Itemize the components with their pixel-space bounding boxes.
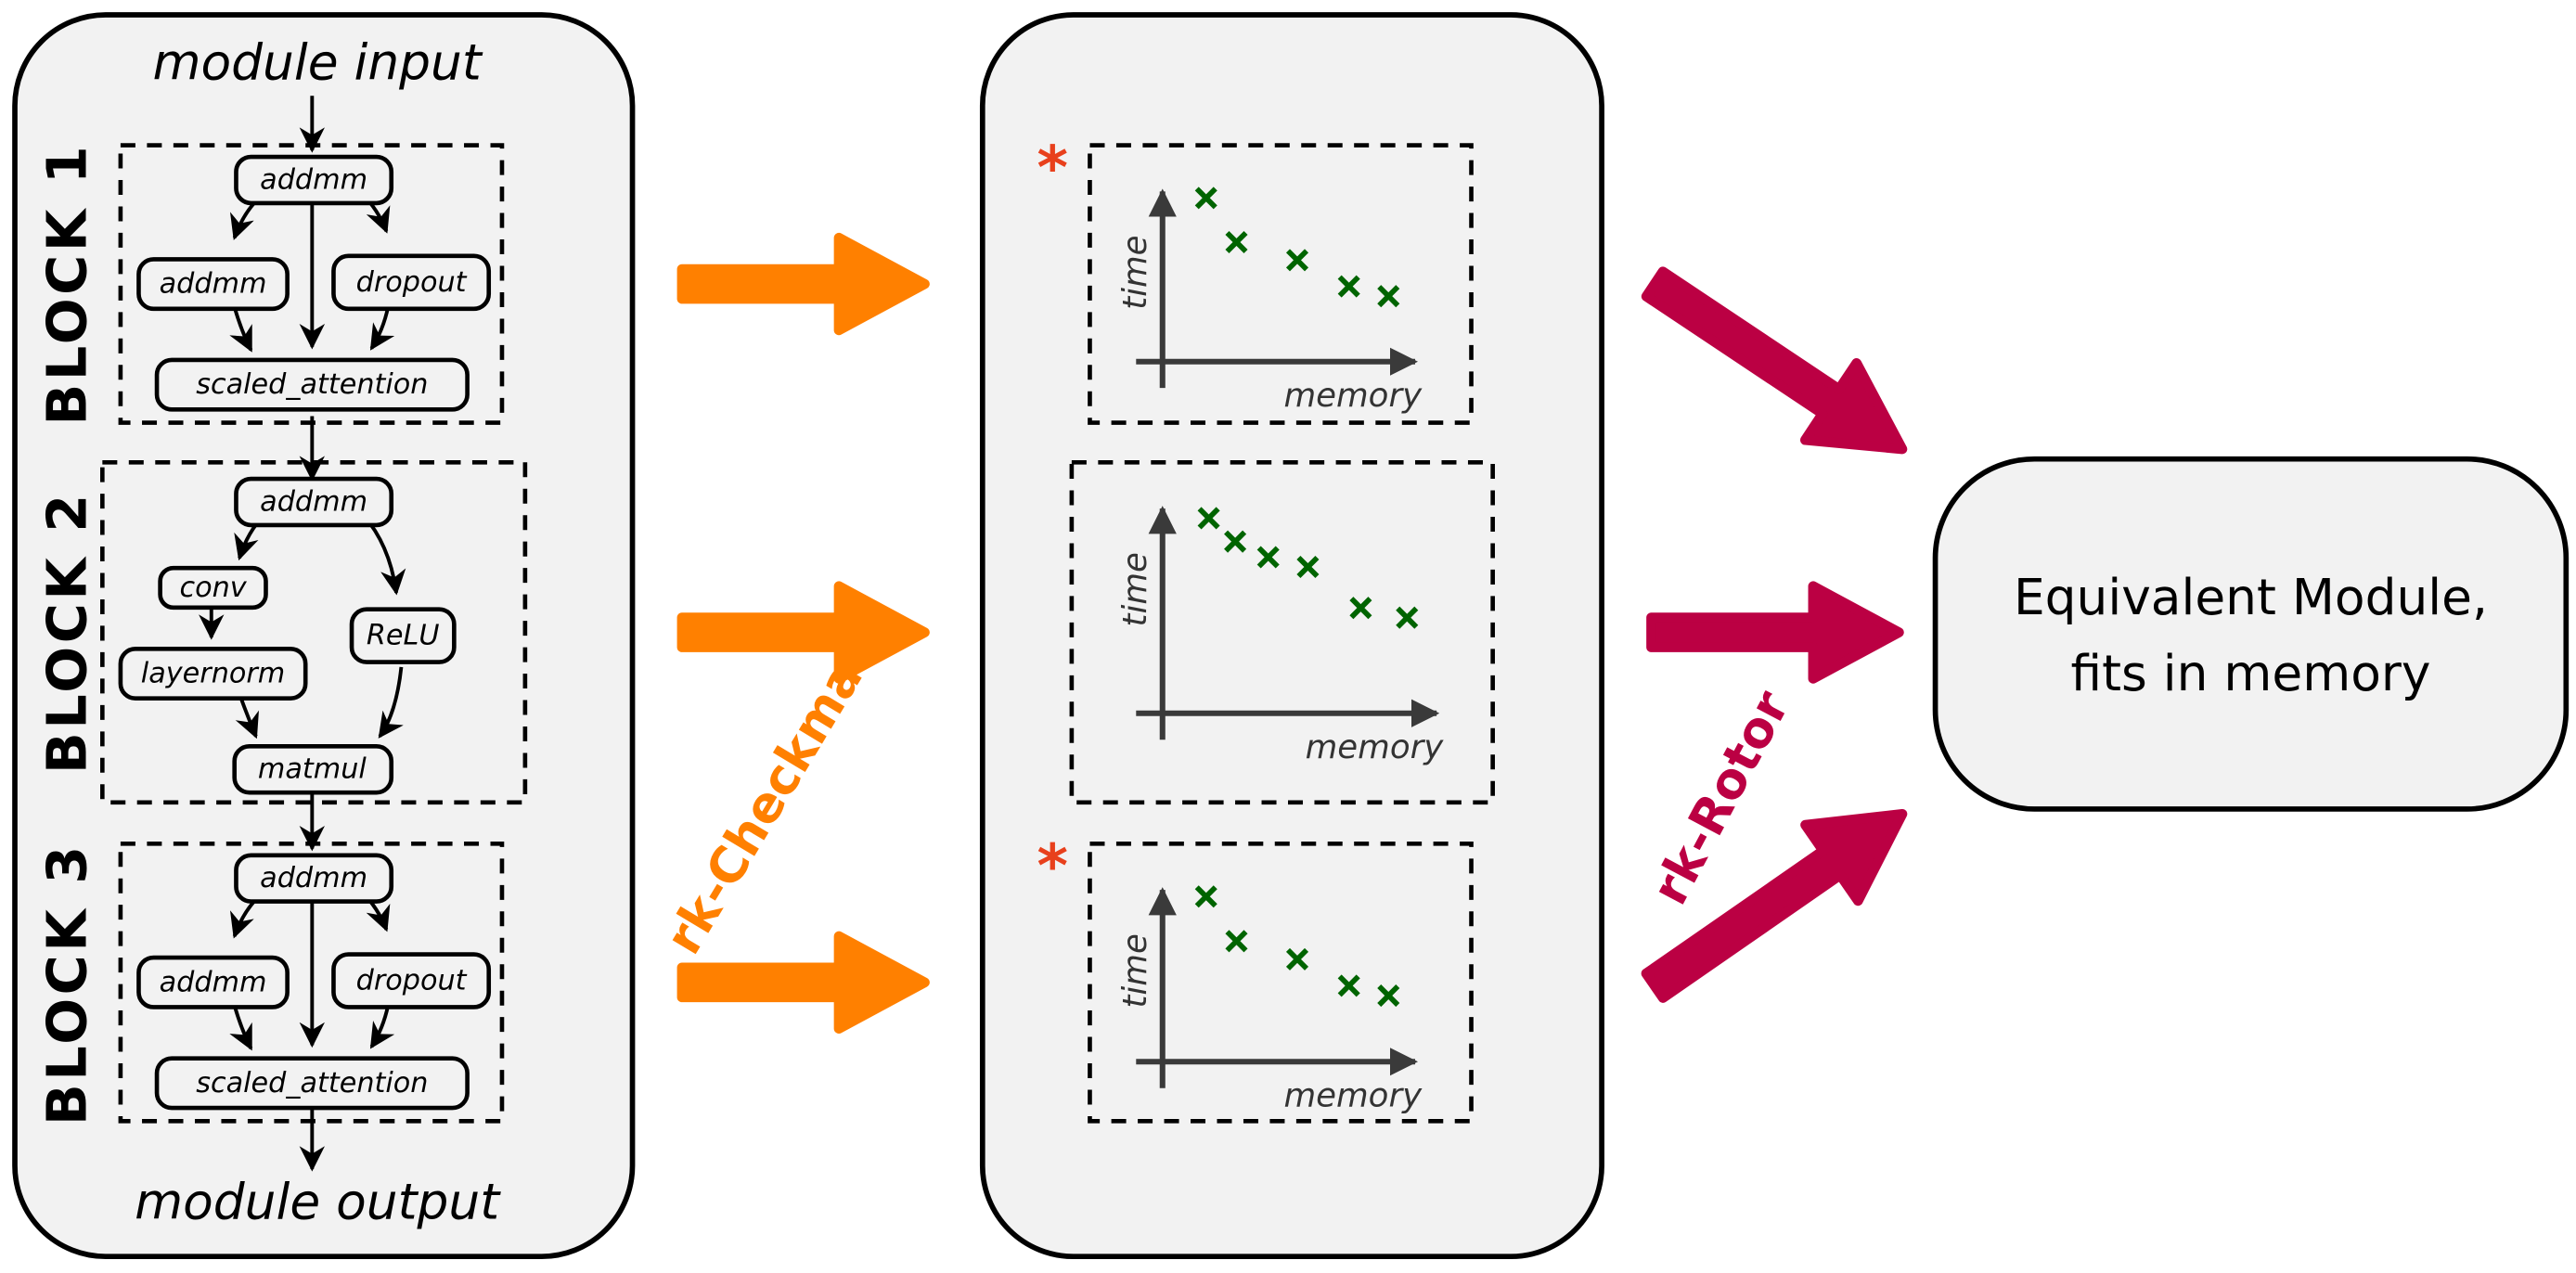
- plot-2: memory time: [1069, 459, 1495, 805]
- svg-text:dropout: dropout: [356, 266, 468, 299]
- data-point: [1224, 530, 1247, 553]
- checkmate-arrow-2: [676, 581, 930, 684]
- plot-1: * memory time: [1037, 135, 1474, 425]
- block-3-label: BLOCK 3: [35, 842, 99, 1125]
- block-2-label: BLOCK 2: [35, 491, 99, 774]
- data-point: [1377, 285, 1400, 308]
- plot-frame: [1088, 143, 1474, 425]
- data-point: [1225, 230, 1248, 254]
- plot-frame: [1088, 842, 1474, 1124]
- rk-rotor-arrows: rk-Rotor: [1640, 266, 1908, 1003]
- x-axis-label: memory: [1306, 728, 1445, 766]
- equivalent-module-background: [1932, 456, 2570, 812]
- node-matmul[interactable]: matmul: [232, 744, 394, 795]
- node-addmm[interactable]: addmm: [234, 476, 394, 528]
- data-point: [1337, 275, 1360, 298]
- block-1-frame: [118, 143, 505, 425]
- node-conv[interactable]: conv: [158, 565, 268, 611]
- node-addmm[interactable]: addmm: [234, 154, 394, 206]
- node-dropout[interactable]: dropout: [331, 253, 492, 312]
- rotor-arrow-1: [1641, 266, 1908, 455]
- node-scaled-attention[interactable]: scaled_attention: [154, 357, 470, 412]
- svg-text:addmm: addmm: [260, 485, 367, 518]
- checkmate-arrow-3: [676, 931, 930, 1034]
- equivalent-module-line-1: Equivalent Module,: [2014, 568, 2488, 626]
- data-point: [1377, 984, 1400, 1008]
- data-point: [1296, 555, 1320, 579]
- block-2-frame: [100, 459, 528, 805]
- node-addmm[interactable]: addmm: [136, 955, 290, 1009]
- plot-3: * memory time: [1037, 833, 1474, 1124]
- edge: [369, 306, 395, 351]
- node-layernorm[interactable]: layernorm: [118, 647, 308, 701]
- x-axis-label: memory: [1283, 1076, 1423, 1114]
- block-3-frame: [118, 842, 505, 1124]
- data-point: [1349, 597, 1372, 620]
- block-2: BLOCK 2 addmm conv ReLU layernorm matmul: [35, 459, 528, 805]
- data-point: [1194, 885, 1217, 908]
- edge: [369, 1005, 395, 1049]
- equivalent-module-line-2: fits in memory: [2070, 644, 2430, 702]
- svg-text:scaled_attention: scaled_attention: [196, 368, 428, 401]
- rk-checkmate-label: rk-Checkmate: [654, 601, 904, 964]
- star-icon: *: [1037, 833, 1069, 902]
- module-panel: module input module output BLOCK 1 addmm…: [12, 12, 636, 1260]
- data-point: [1197, 507, 1220, 530]
- svg-text:dropout: dropout: [356, 965, 468, 997]
- svg-text:layernorm: layernorm: [141, 658, 285, 690]
- data-point: [1285, 249, 1309, 272]
- edge: [229, 306, 253, 353]
- block-1: BLOCK 1 addmm addmm dropout scaled_atten…: [35, 143, 505, 426]
- checkmate-arrow-1: [676, 232, 930, 336]
- node-scaled-attention[interactable]: scaled_attention: [154, 1056, 470, 1111]
- edge: [378, 666, 404, 739]
- node-dropout[interactable]: dropout: [331, 952, 492, 1009]
- svg-text:addmm: addmm: [260, 862, 367, 894]
- block-3: BLOCK 3 addmm addmm dropout scaled_atten…: [35, 842, 505, 1125]
- node-addmm[interactable]: addmm: [234, 853, 394, 904]
- plot-frame: [1069, 459, 1495, 805]
- module-input-label: module input: [153, 32, 483, 91]
- block-1-label: BLOCK 1: [35, 143, 99, 426]
- svg-text:scaled_attention: scaled_attention: [196, 1067, 428, 1099]
- svg-text:addmm: addmm: [160, 268, 267, 301]
- svg-text:matmul: matmul: [258, 753, 367, 786]
- x-axis-label: memory: [1283, 377, 1423, 415]
- solutions-panel: * memory time memory time * memory time: [979, 12, 1604, 1260]
- node-relu[interactable]: ReLU: [349, 607, 457, 664]
- solutions-panel-background: [979, 12, 1604, 1260]
- svg-text:conv: conv: [179, 572, 247, 604]
- svg-text:ReLU: ReLU: [367, 620, 440, 652]
- svg-text:addmm: addmm: [160, 966, 267, 998]
- data-point: [1256, 546, 1280, 569]
- data-point: [1337, 974, 1360, 997]
- module-output-label: module output: [135, 1172, 501, 1230]
- equivalent-module-box[interactable]: Equivalent Module, fits in memory: [1932, 456, 2570, 812]
- star-icon: *: [1037, 135, 1069, 203]
- data-point: [1194, 186, 1217, 210]
- module-panel-background: [12, 12, 636, 1260]
- rotor-arrow-3: [1641, 808, 1908, 1003]
- edge: [235, 698, 259, 739]
- y-axis-label: time: [1116, 235, 1154, 309]
- data-point: [1225, 930, 1248, 953]
- y-axis-label: time: [1116, 933, 1154, 1008]
- data-point: [1396, 606, 1419, 629]
- data-point: [1285, 947, 1309, 971]
- rk-checkmate-arrows: rk-Checkmate: [654, 232, 930, 1034]
- rotor-arrow-2: [1646, 581, 1904, 684]
- svg-text:addmm: addmm: [260, 163, 367, 196]
- node-addmm[interactable]: addmm: [136, 257, 290, 312]
- y-axis-label: time: [1116, 552, 1154, 626]
- edge: [229, 1005, 253, 1051]
